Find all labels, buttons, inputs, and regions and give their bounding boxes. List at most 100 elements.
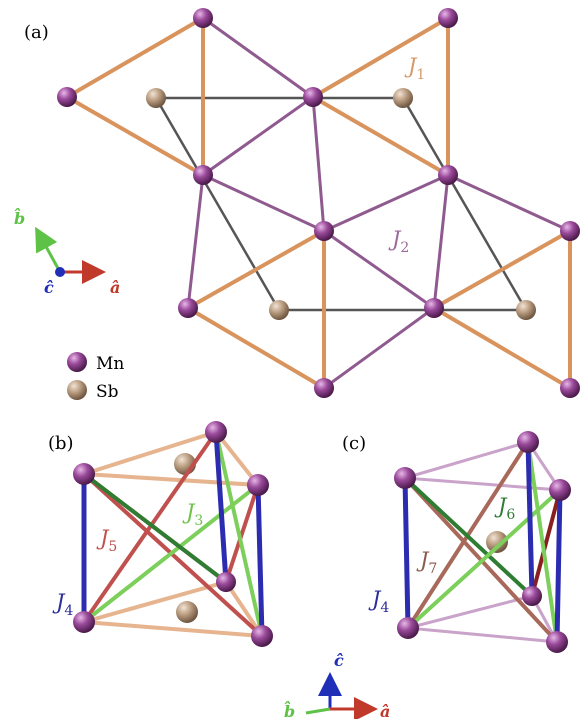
bond-j2 [446, 173, 572, 233]
label-j4-b: J4 [52, 590, 73, 619]
j1-bonds-b [82, 430, 264, 638]
atom-sb [269, 300, 289, 320]
legend: Mn Sb [67, 352, 124, 402]
bond-j5 [82, 472, 264, 638]
bond-j2 [432, 173, 450, 310]
atom-mn [73, 611, 95, 633]
axis-c-dot [55, 267, 65, 277]
axis-b-arrow [305, 707, 331, 715]
panel-b-label: (b) [48, 433, 74, 454]
atom-sb [146, 88, 166, 108]
atom-mn [394, 467, 416, 489]
j4-bonds-c [402, 439, 563, 645]
axis-b-label: b̂ [284, 701, 295, 719]
bond-j4 [213, 429, 229, 585]
bond-j3 [214, 430, 264, 638]
j2-bonds [186, 16, 572, 390]
bond-j1 [65, 16, 205, 99]
bond-sb [154, 97, 281, 311]
bond-edge [403, 440, 530, 480]
atom-mn [424, 298, 444, 318]
bond-j1 [432, 229, 572, 310]
label-j5: J5 [96, 526, 117, 555]
bond-j7 [530, 488, 562, 598]
panel-a-label: (a) [24, 22, 49, 43]
atom-mn [247, 474, 269, 496]
j1-bonds [65, 16, 572, 390]
sb-atoms [146, 88, 536, 320]
atom-mn [517, 431, 539, 453]
atom-sb [393, 88, 413, 108]
sb-bonds [154, 96, 528, 312]
atom-mn [216, 572, 236, 592]
bond-j4 [402, 475, 411, 631]
atom-mn [314, 378, 334, 398]
bond-edge [403, 476, 562, 492]
bond-j2 [186, 173, 205, 310]
bond-j1 [432, 306, 572, 390]
atom-mn [193, 165, 213, 185]
atom-mn [205, 421, 227, 443]
legend-mn-atom [67, 352, 87, 372]
bond-j2 [201, 16, 315, 99]
bond-j2 [201, 173, 326, 233]
legend-sb-atom [67, 380, 87, 400]
bond-j1 [82, 472, 260, 487]
bond-j2 [322, 229, 436, 310]
bond-j1 [186, 229, 326, 310]
mn-atoms [57, 8, 580, 398]
label-j3: J3 [182, 500, 203, 529]
j6-bonds [403, 440, 562, 644]
panel-c: (c) [342, 431, 571, 653]
label-j2: J2 [388, 227, 409, 256]
atom-mn [251, 625, 273, 647]
bond-j4 [525, 439, 535, 599]
bond-j4 [255, 482, 265, 639]
atom-sb [176, 601, 198, 623]
atom-mn [397, 617, 419, 639]
axis-c-label: ĉ [44, 278, 54, 297]
label-j1: J1 [404, 54, 425, 83]
bond-j2 [201, 95, 315, 177]
bond-j3 [82, 483, 260, 624]
j3-bonds [82, 430, 264, 638]
atom-sb [516, 300, 536, 320]
bond-j6 [406, 488, 562, 630]
bond-j6 [403, 476, 534, 598]
legend-mn-label: Mn [96, 354, 124, 374]
atom-mn [522, 586, 542, 606]
axis-a-label: â [110, 278, 120, 297]
bond-j5 [224, 483, 260, 584]
atom-mn [546, 631, 568, 653]
atom-mn [178, 298, 198, 318]
bond-j1 [186, 306, 326, 390]
axis-b-label: b̂ [14, 208, 25, 228]
bond-j4 [554, 487, 563, 645]
atom-sb [486, 531, 508, 553]
atom-mn [549, 479, 571, 501]
bond-j1 [82, 620, 264, 638]
axes-bottom: ĉ â b̂ [284, 651, 390, 719]
bond-j1 [65, 95, 205, 177]
panel-a: (a) [14, 8, 580, 402]
atom-mn [438, 8, 458, 28]
axis-a-label: â [380, 702, 390, 719]
bond-j5 [82, 430, 218, 624]
j5-bonds [82, 430, 264, 638]
bond-sb [401, 97, 528, 311]
atom-mn [438, 165, 458, 185]
axis-c-label: ĉ [334, 651, 344, 670]
bond-j6 [526, 440, 559, 644]
atom-mn [314, 221, 334, 241]
bond-j1 [82, 580, 228, 624]
atom-mn [193, 8, 213, 28]
bond-j2 [322, 306, 436, 390]
atom-mn [73, 463, 95, 485]
bond-j1 [214, 430, 260, 487]
legend-sb-label: Sb [96, 382, 119, 402]
atom-mn [560, 378, 580, 398]
panel-c-label: (c) [342, 433, 366, 454]
atom-mn [57, 87, 77, 107]
axes-a: â b̂ ĉ [14, 208, 120, 297]
bond-j1 [311, 16, 450, 99]
